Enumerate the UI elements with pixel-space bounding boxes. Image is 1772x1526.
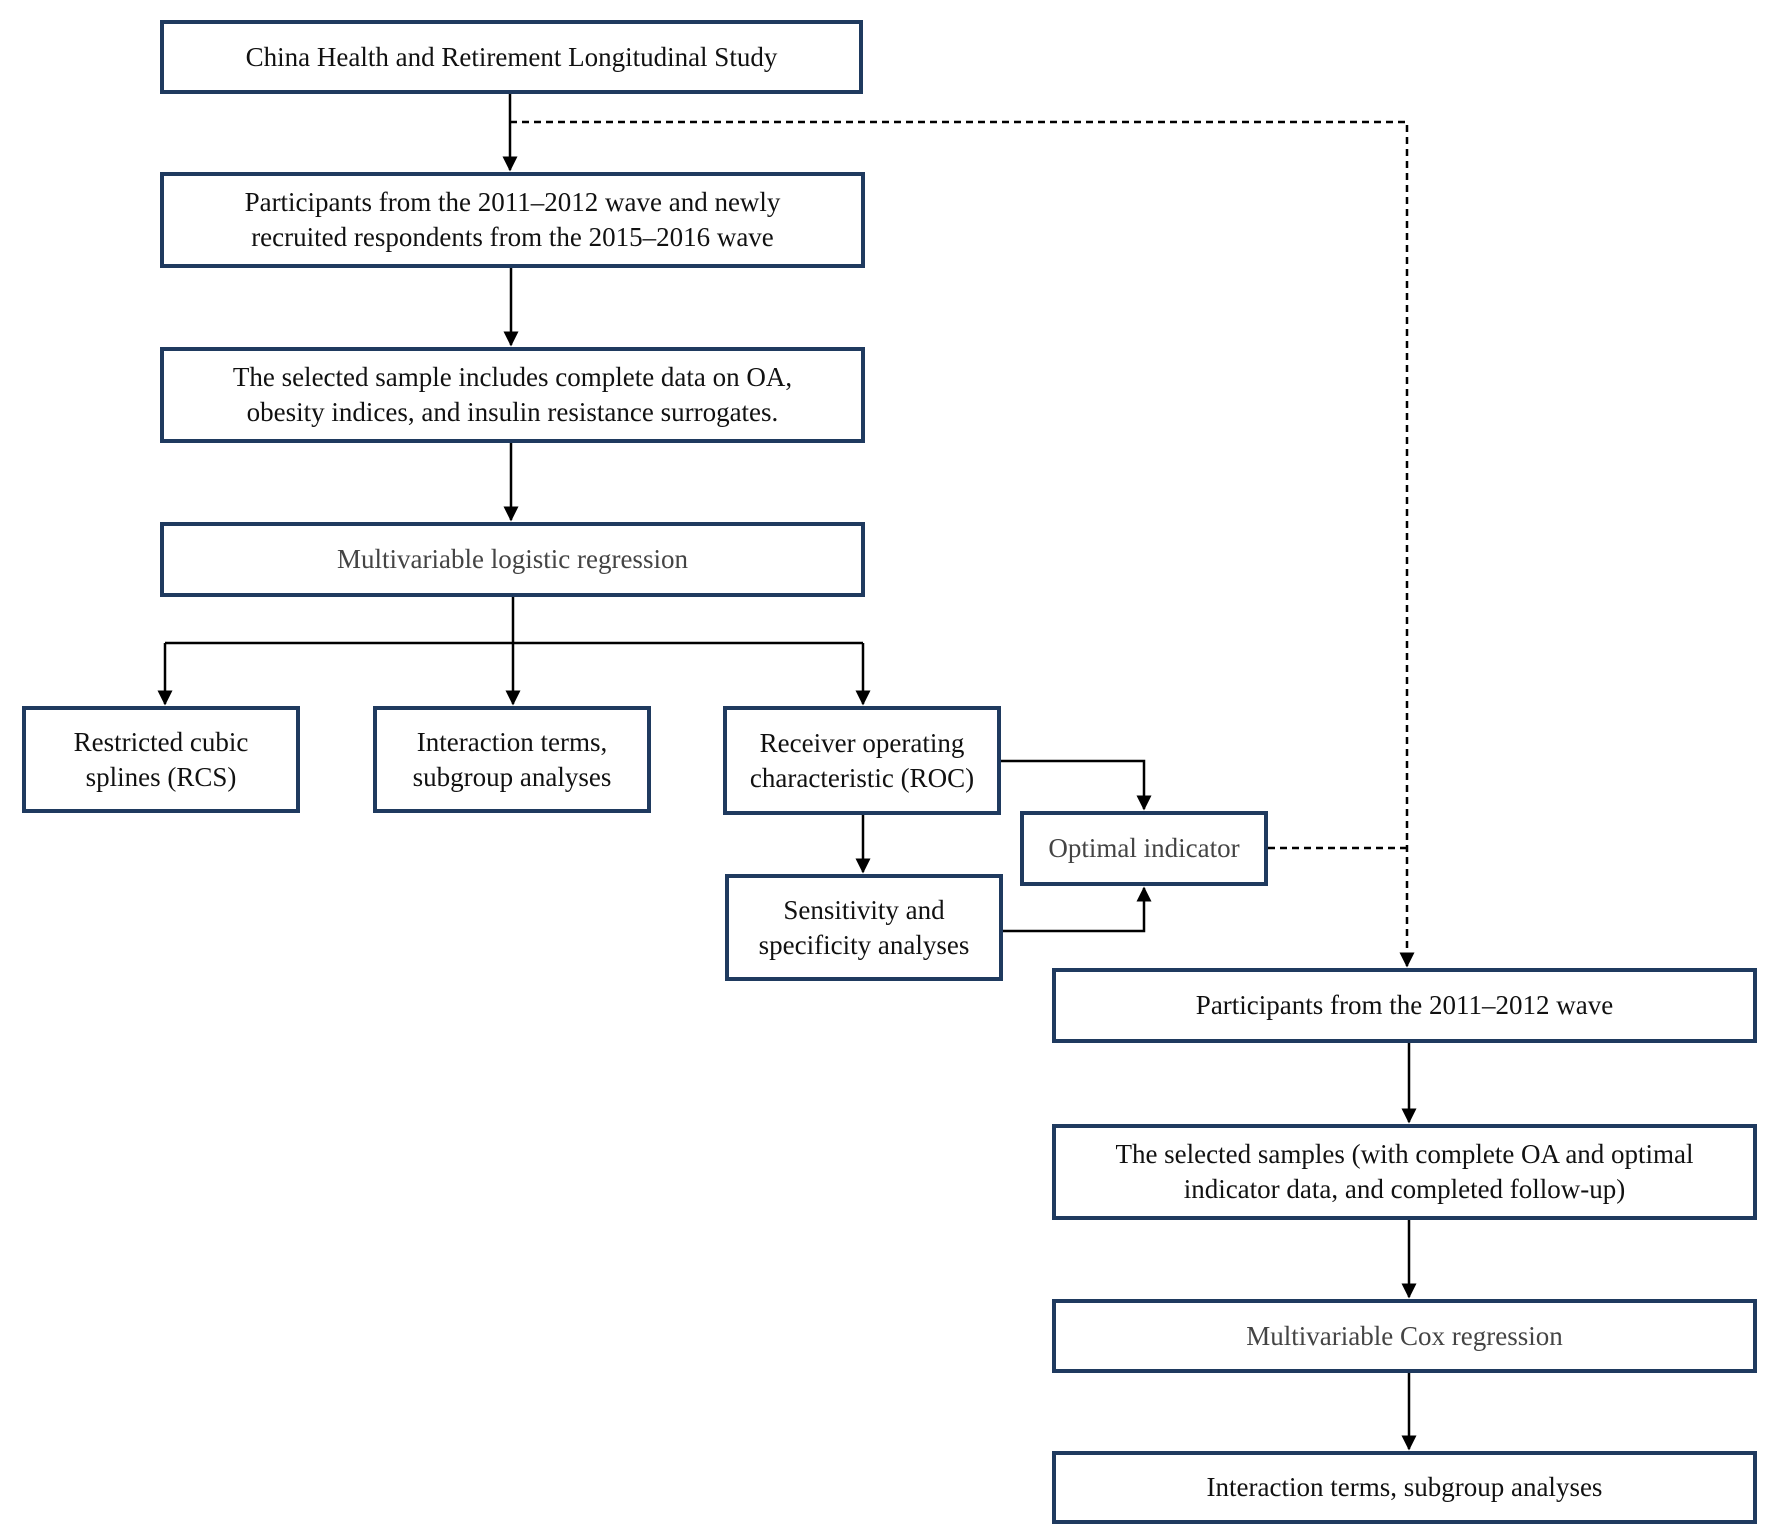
box-selected-samples-followup: The selected samples (with complete OA a… xyxy=(1052,1124,1757,1220)
box-charls: China Health and Retirement Longitudinal… xyxy=(160,20,863,94)
box-rcs: Restricted cubic splines (RCS) xyxy=(22,706,300,813)
box-roc: Receiver operating characteristic (ROC) xyxy=(723,706,1001,815)
box-logistic-regression: Multivariable logistic regression xyxy=(160,522,865,597)
box-participants-2011-wave: Participants from the 2011–2012 wave xyxy=(1052,968,1757,1043)
box-interaction-terms-left: Interaction terms, subgroup analyses xyxy=(373,706,651,813)
box-participants-both-waves: Participants from the 2011–2012 wave and… xyxy=(160,172,865,268)
box-sensitivity-specificity: Sensitivity and specificity analyses xyxy=(725,874,1003,981)
box-optimal-indicator: Optimal indicator xyxy=(1020,811,1268,886)
arrow-sensitivity-to-optimal xyxy=(1003,886,1152,933)
box-selected-sample: The selected sample includes complete da… xyxy=(160,347,865,443)
box-interaction-terms-right: Interaction terms, subgroup analyses xyxy=(1052,1451,1757,1524)
box-cox-regression: Multivariable Cox regression xyxy=(1052,1299,1757,1373)
arrow-roc-to-optimal xyxy=(1000,759,1152,811)
